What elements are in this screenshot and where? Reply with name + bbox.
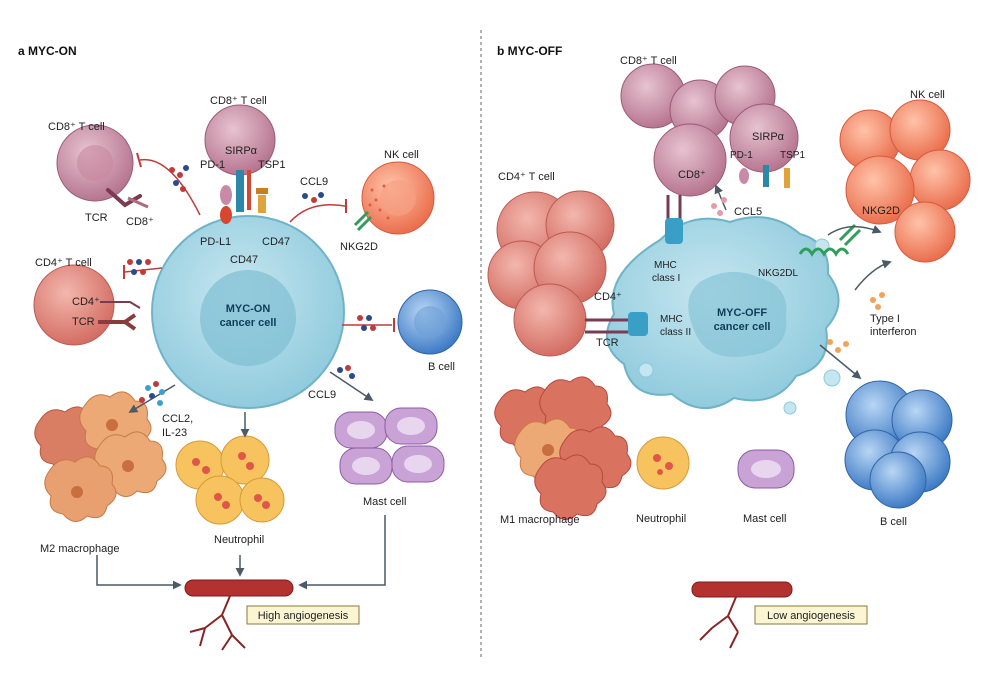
tcr-label-b: TCR — [596, 337, 619, 349]
ccl5-label: CCL5 — [734, 206, 762, 218]
ccl9-label-a1: CCL9 — [300, 176, 328, 188]
mhc2-label-a: MHC — [660, 314, 683, 325]
myc-on-cancer-cell: MYC-ON cancer cell — [151, 215, 345, 409]
b-cell-cluster-b: B cell — [844, 380, 953, 528]
tsp1-label-a: TSP1 — [258, 159, 286, 171]
mhc1-label-b: class I — [652, 273, 680, 284]
b-cell-b-label: B cell — [880, 516, 907, 528]
high-angiogenesis-box — [246, 605, 360, 625]
nk-cell-a-label: NK cell — [384, 149, 419, 161]
cytokine-dots-b2 — [827, 339, 849, 353]
il23-label: IL-23 — [162, 427, 187, 439]
ifn-dots — [870, 292, 885, 310]
b-cell-a: B cell — [397, 289, 463, 373]
cd8-t-cell-left: CD8⁺ T cell TCR CD8⁺ — [48, 121, 154, 228]
mast-cell-a-label: Mast cell — [363, 496, 406, 508]
panel-b-title: b MYC-OFF — [497, 44, 562, 58]
mhc1-label-a: MHC — [654, 260, 677, 271]
low-angiogenesis-label: Low angiogenesis — [767, 610, 856, 622]
cd47-label-a1: CD47 — [262, 236, 290, 248]
pdl1-label: PD-L1 — [200, 236, 231, 248]
myc-on-label: MYC-ON — [226, 303, 271, 315]
ccl9-label-a2: CCL9 — [308, 389, 336, 401]
cd4-t-cell-cluster-b: CD4⁺ T cell CD4⁺ TCR — [487, 171, 622, 357]
nkg2dl-label: NKG2DL — [758, 268, 798, 279]
ifn-label-a: Type I — [870, 313, 900, 325]
neutrophil-b: Neutrophil — [636, 436, 690, 525]
nk-cell-a: NK cell NKG2D — [340, 149, 435, 253]
neutrophil-cluster-a: Neutrophil — [175, 435, 285, 546]
m2-macrophage-label: M2 macrophage — [40, 543, 120, 555]
sirpa-label-b: SIRPα — [752, 131, 785, 143]
mast-cell-b-label: Mast cell — [743, 513, 786, 525]
sirpa-label-a: SIRPα — [225, 145, 258, 157]
tsp1-label-b: TSP1 — [780, 150, 805, 161]
b-cell-a-label: B cell — [428, 361, 455, 373]
cancer-cell-label-b: cancer cell — [714, 321, 771, 333]
cd8-marker-label: CD8⁺ — [126, 216, 154, 228]
high-angiogenesis-label: High angiogenesis — [258, 610, 349, 622]
tcr-label-1: TCR — [85, 212, 108, 224]
cytokine-dots-a6 — [337, 365, 355, 379]
cd8-t-cell-top-label: CD8⁺ T cell — [210, 95, 267, 107]
cd8-t-cell-cluster-b: CD8⁺ T cell CD8⁺ SIRPα PD-1 TSP1 — [620, 55, 805, 197]
cd4-t-cell-b-label: CD4⁺ T cell — [498, 171, 555, 183]
cd4-marker-b: CD4⁺ — [594, 291, 622, 303]
cd4-t-cell-a: CD4⁺ T cell CD4⁺ TCR — [33, 257, 141, 346]
ifn-label-b: interferon — [870, 326, 916, 338]
cytokine-dots-b1 — [711, 197, 727, 216]
mast-cell-cluster-a: Mast cell — [334, 407, 445, 508]
cancer-cell-label: cancer cell — [220, 317, 277, 329]
cd4-t-cell-a-label: CD4⁺ T cell — [35, 257, 92, 269]
cd4-marker-a: CD4⁺ — [72, 296, 100, 308]
low-angiogenesis-box — [754, 605, 868, 625]
cytokine-dots-a2 — [302, 192, 324, 203]
panel-a-title: a MYC-ON — [18, 44, 77, 58]
pd1-label-a: PD-1 — [200, 159, 225, 171]
m1-macrophage-cluster: M1 macrophage — [494, 376, 632, 526]
tcr-label-2: TCR — [72, 316, 95, 328]
nkg2d-label-a: NKG2D — [340, 241, 378, 253]
pd1-label-b: PD-1 — [730, 150, 753, 161]
cd8-marker-b: CD8⁺ — [678, 169, 706, 181]
ccl2-label: CCL2, — [162, 413, 193, 425]
neutrophil-a-label: Neutrophil — [214, 534, 264, 546]
cd8-t-cell-top: CD8⁺ T cell SIRPα PD-1 TSP1 PD-L1 CD47 C… — [200, 95, 290, 266]
blood-vessel-b — [691, 581, 793, 649]
myc-off-label: MYC-OFF — [717, 307, 767, 319]
nk-cell-cluster-b: NK cell NKG2D — [839, 89, 971, 263]
cytokine-dots-a3 — [127, 259, 151, 275]
mast-cell-b: Mast cell — [737, 449, 795, 525]
cytokine-dots-a1 — [169, 165, 189, 192]
mhc2-label-b: class II — [660, 327, 691, 338]
cd47-label-a2: CD47 — [230, 254, 258, 266]
m1-macrophage-label: M1 macrophage — [500, 514, 580, 526]
myc-off-cancer-cell: MYC-OFF cancer cell MHC class I NKG2DL M… — [605, 216, 841, 415]
neutrophil-b-label: Neutrophil — [636, 513, 686, 525]
nkg2d-label-b: NKG2D — [862, 205, 900, 217]
cytokine-dots-a4 — [357, 315, 376, 331]
cd8-t-cell-b-label: CD8⁺ T cell — [620, 55, 677, 67]
blood-vessel-a — [184, 579, 294, 651]
cd8-t-cell-left-label: CD8⁺ T cell — [48, 121, 105, 133]
cytokine-dots-a5 — [139, 381, 165, 406]
nk-cell-b-label: NK cell — [910, 89, 945, 101]
m2-macrophage-cluster: M2 macrophage — [34, 391, 167, 555]
